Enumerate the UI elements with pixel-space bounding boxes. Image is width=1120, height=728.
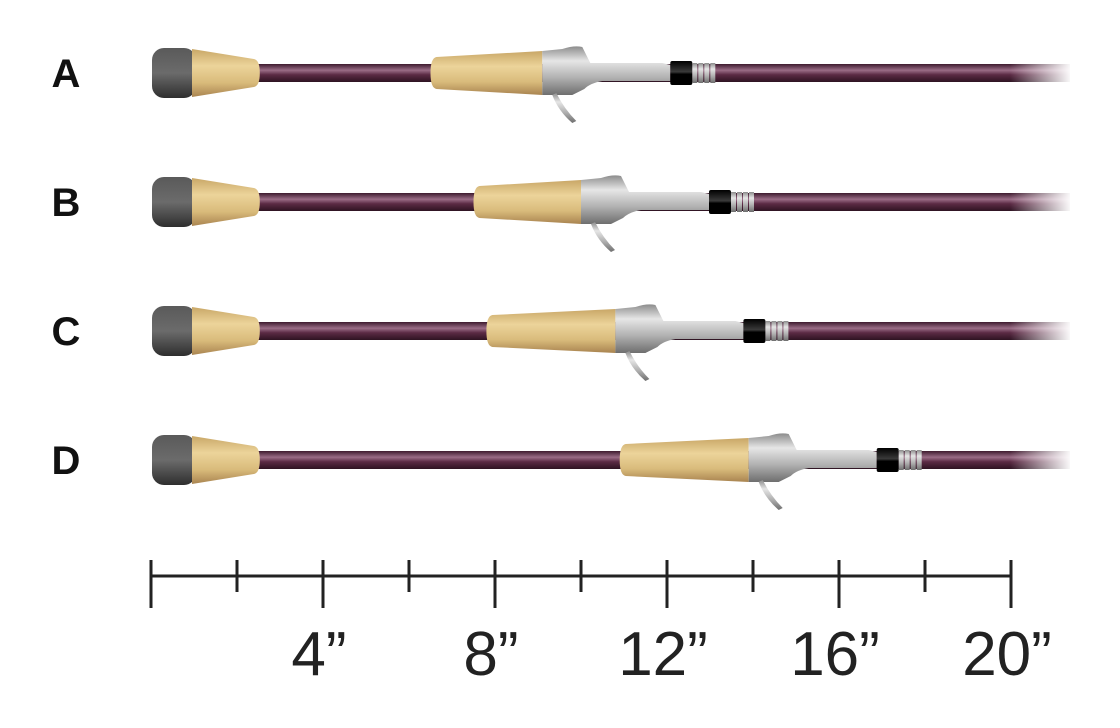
thread-ring: [916, 450, 922, 470]
scale-tick-label: 16”: [790, 620, 880, 689]
rod-label: D: [52, 439, 81, 483]
fore-grip: [430, 51, 543, 95]
rods: A B C D: [52, 46, 1072, 510]
blank-fade: [1010, 62, 1072, 84]
scale-tick-label: 20”: [962, 620, 1052, 689]
trigger: [591, 222, 615, 252]
thread-ring: [783, 321, 789, 341]
thread-ring: [731, 192, 736, 212]
thread-ring: [898, 450, 904, 470]
scale-tick-label: 4”: [291, 620, 346, 689]
fore-grip: [619, 438, 749, 482]
thread-ring: [749, 192, 754, 212]
thread-ring: [710, 63, 716, 83]
scale-tick-label: 8”: [463, 620, 518, 689]
butt-cap: [152, 435, 196, 485]
thread-ring: [692, 63, 698, 83]
inch-scale: 4” 8” 12” 16” 20”: [149, 560, 1052, 689]
scale-tick-label: 12”: [618, 620, 708, 689]
reel-seat: [748, 433, 877, 482]
thread-ring: [698, 63, 704, 83]
butt-cap: [152, 48, 196, 98]
trigger: [758, 480, 783, 510]
reel-seat: [542, 46, 671, 95]
reel-seat: [581, 175, 709, 224]
reel-seat: [615, 304, 744, 353]
fore-grip: [473, 180, 581, 224]
thread-ring: [910, 450, 916, 470]
blank-fade: [1010, 449, 1072, 471]
rod-b: B: [52, 175, 1072, 252]
reel-seat-hood: [743, 319, 766, 343]
trigger: [625, 351, 650, 381]
reel-seat-hood: [876, 448, 899, 472]
blank-fade: [1010, 320, 1072, 342]
reel-seat-hood: [709, 190, 731, 214]
trigger: [552, 93, 577, 123]
rod-label: B: [52, 181, 81, 225]
reel-seat-hood: [670, 61, 693, 85]
blank-fade: [1010, 191, 1072, 213]
thread-ring: [777, 321, 783, 341]
thread-ring: [765, 321, 771, 341]
butt-cap: [152, 177, 196, 227]
fore-grip: [486, 309, 616, 353]
rod-label: C: [52, 310, 81, 354]
rod-c: C: [52, 304, 1072, 381]
rod-label: A: [52, 52, 81, 96]
rear-grip: [192, 307, 260, 355]
rear-grip: [192, 178, 260, 226]
rear-grip: [192, 436, 260, 484]
rear-grip: [192, 49, 260, 97]
thread-ring: [704, 63, 710, 83]
rod-d: D: [52, 433, 1072, 510]
butt-cap: [152, 306, 196, 356]
thread-ring: [737, 192, 742, 212]
thread-ring: [904, 450, 910, 470]
thread-ring: [771, 321, 777, 341]
thread-ring: [743, 192, 748, 212]
rod-a: A: [52, 46, 1072, 123]
